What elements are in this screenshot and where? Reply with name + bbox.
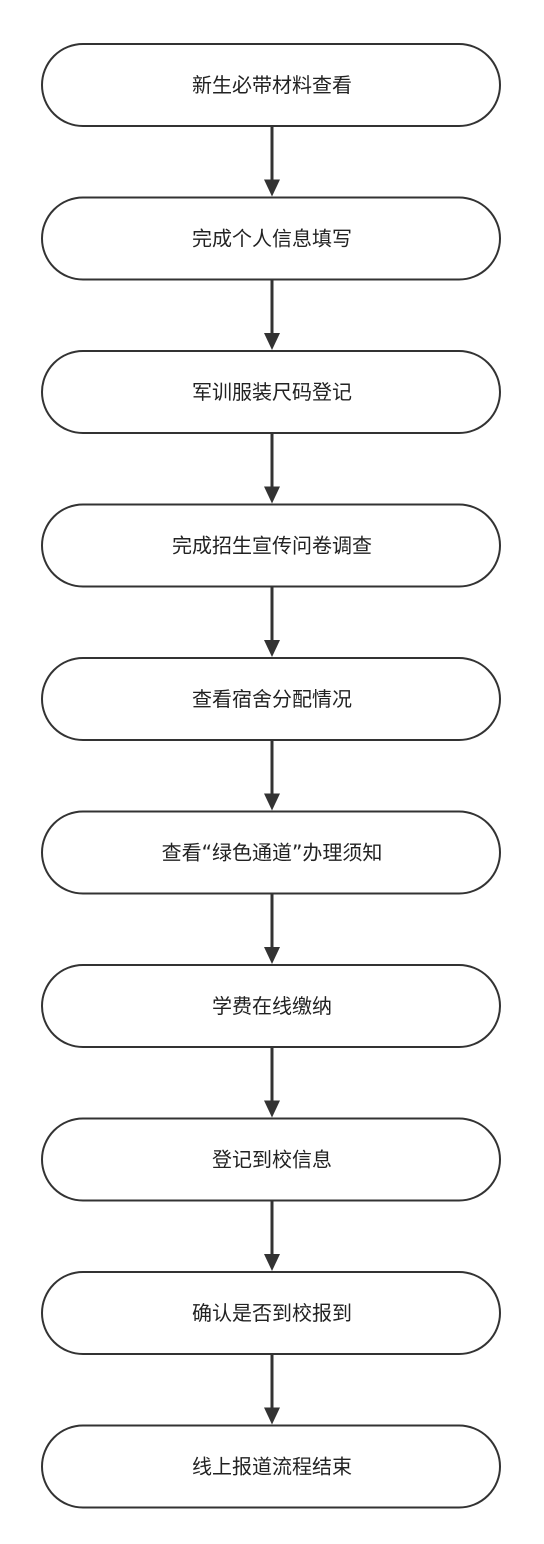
flow-step-label: 完成招生宣传问卷调查 [172,534,372,558]
flow-arrow [264,893,280,964]
flow-arrow [264,586,280,657]
flow-step: 查看“绿色通道”办理须知 [41,810,501,895]
flow-arrow [264,1200,280,1271]
flow-step-box [41,1424,501,1509]
flow-step: 确认是否到校报到 [41,1271,501,1355]
flow-arrow [264,740,280,811]
flow-step-label: 学费在线缴纳 [212,994,332,1018]
flow-step-label: 登记到校信息 [212,1148,332,1172]
flow-step: 线上报道流程结束 [41,1424,501,1509]
arrow-head-icon [264,179,280,197]
arrow-head-icon [264,1407,280,1425]
flow-step-label: 确认是否到校报到 [192,1301,352,1325]
flow-step: 新生必带材料查看 [41,43,501,127]
arrow-head-icon [264,333,280,350]
flow-step: 军训服装尺码登记 [41,350,501,434]
flow-step: 学费在线缴纳 [41,964,501,1048]
flow-arrow [264,433,280,504]
flow-step: 登记到校信息 [41,1117,501,1202]
flow-step-label: 查看宿舍分配情况 [192,687,352,711]
flow-arrow [264,126,280,197]
flow-step-label: 军训服装尺码登记 [192,380,352,404]
flow-arrow [264,279,280,350]
flow-step: 完成个人信息填写 [41,196,501,281]
flow-arrow [264,1354,280,1425]
arrow-head-icon [264,947,280,964]
flow-step-label: 线上报道流程结束 [192,1455,352,1479]
flow-step-label: 新生必带材料查看 [192,73,352,97]
arrow-head-icon [264,1100,280,1118]
arrow-head-icon [264,1254,280,1271]
flow-step-label: 完成个人信息填写 [192,227,352,251]
arrow-head-icon [264,486,280,504]
flow-step-label: 查看“绿色通道”办理须知 [162,841,383,865]
arrow-head-icon [264,640,280,657]
arrow-head-icon [264,793,280,811]
flow-step: 完成招生宣传问卷调查 [41,503,501,588]
flow-step: 查看宿舍分配情况 [41,657,501,741]
flow-arrow [264,1047,280,1118]
